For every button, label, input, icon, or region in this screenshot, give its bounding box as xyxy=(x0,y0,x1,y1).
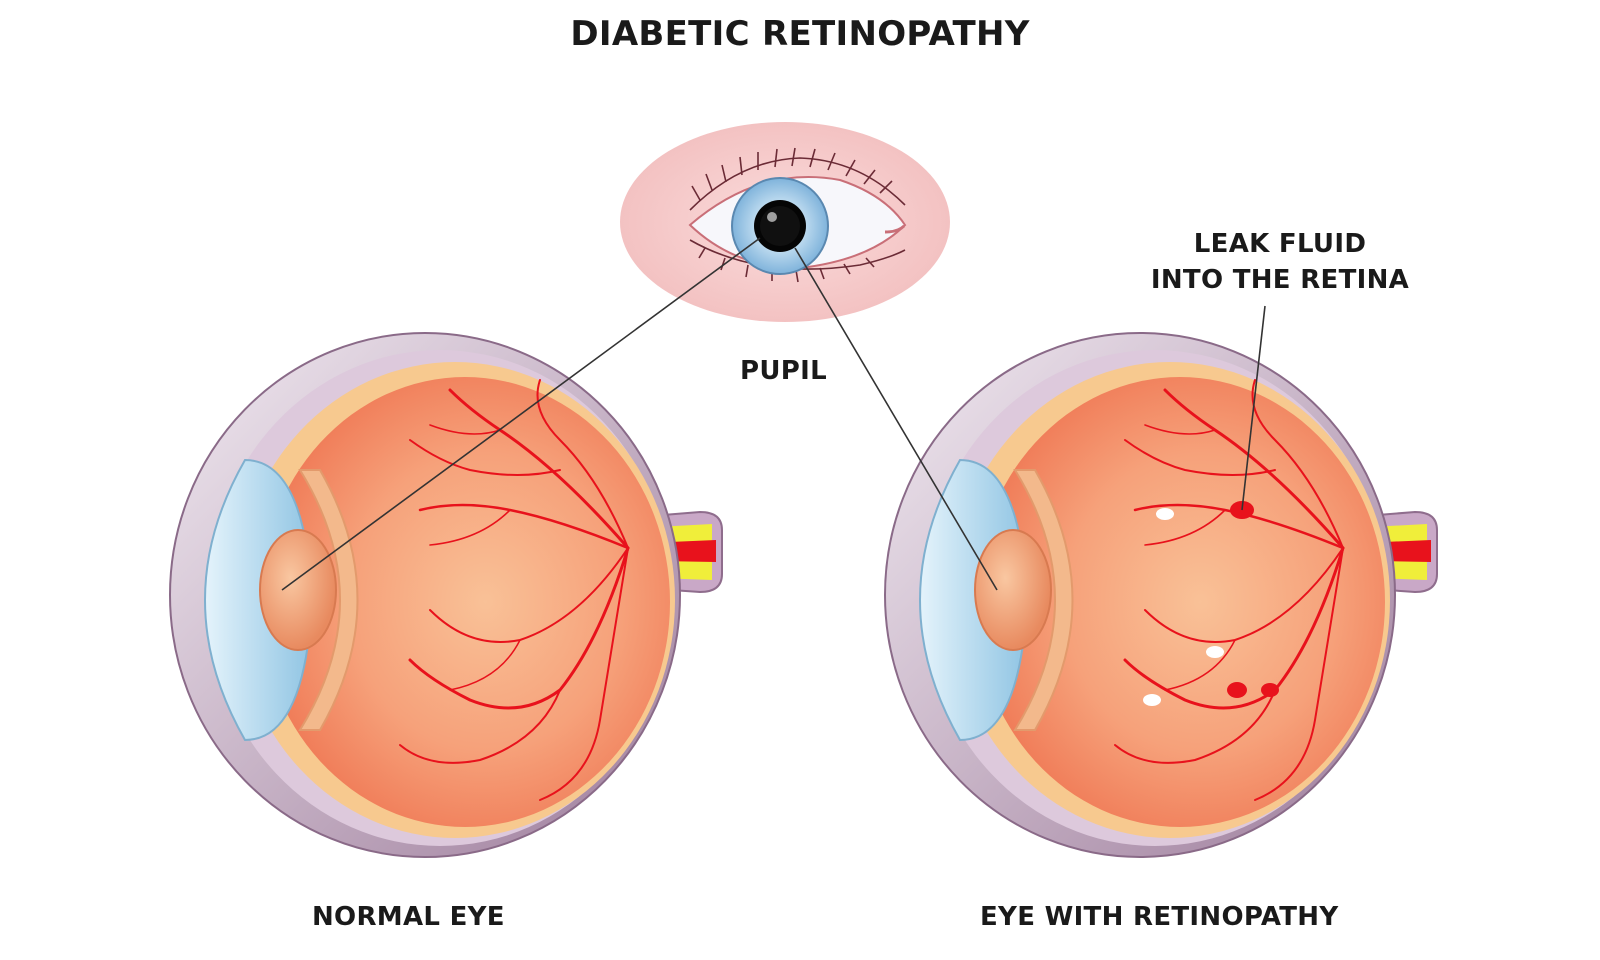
normal-eye-label: NORMAL EYE xyxy=(312,902,505,932)
pupil-to-normal-lens-line xyxy=(281,237,761,591)
leak-fluid-label: LEAK FLUID INTO THE RETINA xyxy=(1130,226,1430,298)
leak-label-line-2: INTO THE RETINA xyxy=(1150,265,1410,295)
pupil-to-retinopathy-lens-line xyxy=(794,247,998,591)
leak-label-line-1: LEAK FLUID xyxy=(1193,229,1367,259)
retinopathy-eye-illustration xyxy=(883,331,1439,859)
retinopathy-eye-label: EYE WITH RETINOPATHY xyxy=(980,902,1339,932)
front-eye-illustration xyxy=(620,122,950,322)
exudate-spots xyxy=(1143,508,1224,706)
pupil-label: PUPIL xyxy=(740,356,827,386)
diagram-title: DIABETIC RETINOPATHY xyxy=(570,14,1030,54)
leak-pointer-line xyxy=(1241,305,1266,511)
normal-eye-illustration xyxy=(168,331,724,859)
leader-lines xyxy=(281,237,1266,591)
